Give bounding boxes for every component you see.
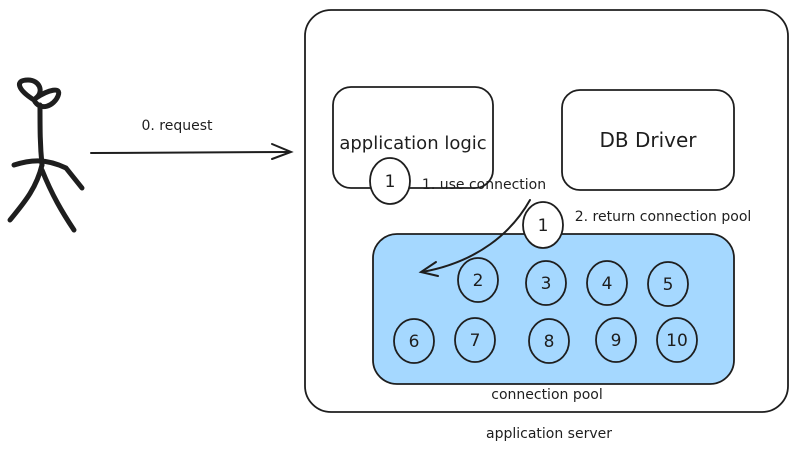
- db-driver-box: [561, 89, 735, 191]
- db-driver-label: DB Driver: [599, 128, 697, 152]
- pool-connection-node: [595, 317, 637, 363]
- pool-connection-node-label: 2: [473, 271, 484, 291]
- pool-connection-node: [656, 317, 698, 363]
- pool-connection-node-label: 10: [666, 331, 688, 351]
- pool-connection-node: [393, 318, 435, 364]
- pool-connection-node-label: 8: [544, 332, 555, 352]
- pool-connection-node-label: 9: [611, 331, 622, 351]
- connection-pool-label: connection pool: [491, 387, 603, 403]
- application-server-box: [304, 9, 789, 413]
- pool-connection-node: [528, 318, 570, 364]
- application-server-label: application server: [486, 426, 612, 442]
- pool-connection-node-label: 5: [663, 275, 674, 295]
- pool-connection-node: [457, 257, 499, 303]
- pool-connection-node-label: 6: [409, 332, 420, 352]
- request-label: 0. request: [141, 118, 213, 134]
- user-stick-figure: [7, 77, 85, 233]
- pool-connection-node: [647, 261, 689, 307]
- pool-connection-node: [525, 260, 567, 306]
- connection-node-in-use-label: 1: [385, 172, 396, 192]
- pool-nodes: 2 3 4 5 6 7 8 9 10: [393, 257, 698, 364]
- return-arrow: [418, 199, 531, 277]
- return-pool-label: 2. return connection pool: [575, 209, 752, 225]
- connection-node-returning: [522, 201, 564, 249]
- pool-connection-node-label: 7: [470, 331, 481, 351]
- request-arrow: [90, 143, 294, 160]
- pool-connection-node: [586, 260, 628, 306]
- application-logic-box: [332, 86, 494, 189]
- use-connection-label: 1. use connection: [422, 177, 546, 193]
- pool-connection-node-label: 4: [602, 274, 613, 294]
- connection-node-returning-label: 1: [538, 216, 549, 236]
- connection-node-in-use: [369, 157, 411, 205]
- pool-connection-node: [454, 317, 496, 363]
- pool-connection-node-label: 3: [541, 274, 552, 294]
- application-logic-label: application logic: [339, 133, 486, 154]
